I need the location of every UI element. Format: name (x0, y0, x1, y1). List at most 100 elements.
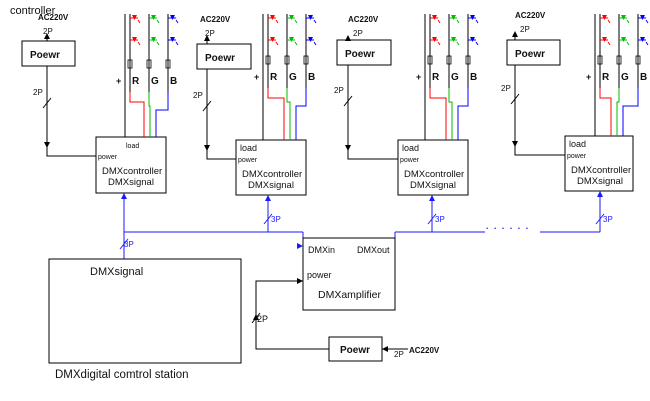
led-ray (475, 41, 479, 46)
power-2p-slash (202, 100, 212, 112)
led-symbol (602, 37, 607, 42)
channel-wire (429, 88, 447, 140)
channel-wire (155, 92, 169, 137)
power-2p-slash (510, 93, 520, 105)
led-ray (313, 19, 317, 24)
amp-power-arrow (297, 278, 303, 284)
unit-2: AC220V2PPoewr2PloadpowerDMXcontrollerDMX… (193, 14, 317, 196)
channel-b: B (170, 76, 177, 87)
power-wire (347, 65, 398, 160)
resistor (146, 59, 152, 69)
channel-wire (599, 88, 612, 136)
led-symbol (132, 37, 137, 42)
plus-sign: + (416, 72, 421, 82)
amp-dmx-in: DMXin (308, 245, 335, 255)
power-2p: 2P (193, 91, 203, 100)
led-ray (175, 19, 179, 24)
dmx-station-box (48, 258, 242, 364)
power-wire (514, 65, 565, 156)
supply-arrow (44, 33, 50, 39)
controller-power: power (400, 157, 420, 164)
plus-sign: + (116, 76, 121, 86)
drop-3p-slash (595, 213, 605, 225)
led-symbol (270, 15, 275, 20)
supply-2p: 2P (43, 27, 53, 36)
power-2p: 2P (501, 84, 511, 93)
drop-3p-slash (263, 213, 273, 225)
amp-cable-2p: 2P (257, 314, 268, 324)
controller-line2: DMXsignal (577, 176, 623, 187)
power-box-label: Poewr (205, 53, 235, 64)
channel-g: G (621, 72, 629, 83)
led-symbol (308, 37, 313, 42)
power-box-label: Poewr (515, 49, 545, 60)
channel-g: G (289, 72, 297, 83)
ac-label: AC220V (348, 15, 379, 24)
ac-label: AC220V (200, 15, 231, 24)
led-ray (137, 41, 141, 46)
led-ray (626, 19, 630, 24)
channel-wire (448, 88, 453, 140)
channel-r: R (132, 76, 140, 87)
led-symbol (170, 37, 175, 42)
channel-wire (148, 92, 151, 137)
power-wire (46, 66, 96, 157)
led-ray (607, 41, 611, 46)
led-symbol (151, 15, 156, 20)
controller-load: load (569, 139, 586, 149)
channel-wire (267, 88, 285, 140)
controller-box (564, 135, 634, 192)
power-box-label: Poewr (345, 49, 375, 60)
power-box-label: Poewr (30, 50, 60, 61)
dmx-station-caption: DMXdigital comtrol station (55, 369, 189, 381)
resistor (265, 55, 271, 65)
led-ray (437, 41, 441, 46)
led-symbol (170, 15, 175, 20)
channel-r: R (270, 72, 278, 83)
channel-wire (457, 88, 469, 140)
led-symbol (602, 15, 607, 20)
led-symbol (621, 37, 626, 42)
controller-units: AC220V2PPoewr2PloadpowerDMXcontrollerDMX… (21, 11, 649, 196)
power-box (336, 39, 392, 66)
resistor (446, 55, 452, 65)
controller-box (397, 139, 469, 196)
led-symbol (151, 37, 156, 42)
resistor (597, 55, 603, 65)
led-ray (294, 41, 298, 46)
controller-line2: DMXsignal (108, 177, 154, 188)
led-symbol (132, 15, 137, 20)
led-symbol (640, 37, 645, 42)
led-ray (607, 19, 611, 24)
led-symbol (432, 37, 437, 42)
resistor (465, 55, 471, 65)
plus-sign: + (586, 72, 591, 82)
plus-sign: + (254, 72, 259, 82)
led-ray (294, 19, 298, 24)
unit-3: AC220V2PPoewr2PloadpowerDMXcontrollerDMX… (334, 14, 479, 196)
drop-arrow (429, 195, 435, 201)
led-ray (275, 41, 279, 46)
resistor (127, 59, 133, 69)
dmx-amplifier-box (302, 237, 396, 311)
led-ray (645, 41, 649, 46)
channel-wire (616, 88, 620, 136)
ac-label: AC220V (38, 13, 69, 22)
ac-label: AC220V (515, 11, 546, 20)
amp-label: DMXamplifier (318, 289, 382, 301)
channel-wire (286, 88, 291, 140)
led-symbol (308, 15, 313, 20)
supply-2p: 2P (353, 29, 363, 38)
power-wire-arrow (204, 145, 210, 151)
led-symbol (270, 37, 275, 42)
led-symbol (470, 15, 475, 20)
led-ray (137, 19, 141, 24)
controller-box (95, 136, 167, 194)
unit-4: AC220V2PPoewr2PloadpowerDMXcontrollerDMX… (501, 11, 649, 192)
led-ray (437, 19, 441, 24)
led-symbol (451, 15, 456, 20)
supply-arrow (204, 35, 210, 41)
controller-line2: DMXsignal (410, 180, 456, 191)
